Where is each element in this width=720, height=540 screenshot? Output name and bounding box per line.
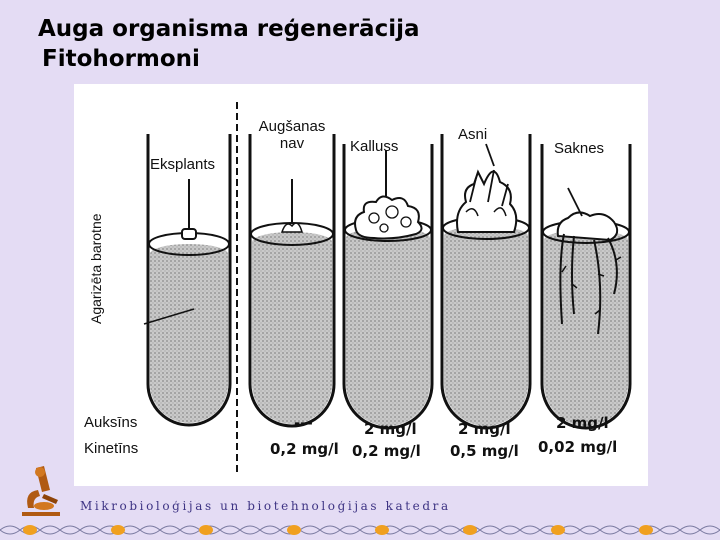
label-eksplants: Eksplants (150, 156, 216, 173)
decorative-dot-strip (0, 525, 720, 535)
subtitle-line: Fitohormoni (42, 46, 200, 72)
tube-explant (143, 134, 232, 427)
agar-medium-label: Agarizēta barotne (88, 213, 104, 324)
tube4-kinetin: 0,5 mg/l (450, 442, 519, 460)
title-line: Auga organisma reģenerācija (38, 16, 420, 42)
tube2-kinetin: 0,2 mg/l (270, 440, 339, 458)
label-asni: Asni (458, 126, 488, 143)
label-no-growth-line2: nav (279, 135, 305, 152)
department-name: Mikrobioloģijas un biotehnoloģijas kated… (80, 499, 451, 513)
tissue-culture-figure: Agarizēta barotne Eksplants Augšanas nav… (74, 84, 648, 486)
tube5-kinetin: 0,02 mg/l (538, 438, 618, 456)
tube-callus (342, 144, 434, 430)
tube3-auxin: 2 mg/l (364, 420, 417, 438)
tube5-auxin: 2 mg/l (556, 414, 609, 432)
tube-roots (540, 144, 632, 430)
tube-no-growth (248, 134, 336, 428)
slide-title: Auga organisma reģenerācija Fitohormoni (38, 14, 420, 74)
tube4-auxin: 2 mg/l (458, 420, 511, 438)
tube2-auxin: --- (294, 414, 313, 432)
tube-shoots (440, 134, 532, 430)
label-saknes: Saknes (554, 140, 605, 157)
tube3-kinetin: 0,2 mg/l (352, 442, 421, 460)
microscope-icon (22, 466, 60, 516)
test-tubes-drawing (143, 102, 632, 476)
label-auxin: Auksīns (84, 414, 138, 431)
label-kinetin: Kinetīns (84, 440, 139, 457)
label-no-growth: Augšanas nav (252, 118, 332, 152)
label-kalluss: Kalluss (350, 138, 399, 155)
label-no-growth-line1: Augšanas (258, 118, 326, 135)
